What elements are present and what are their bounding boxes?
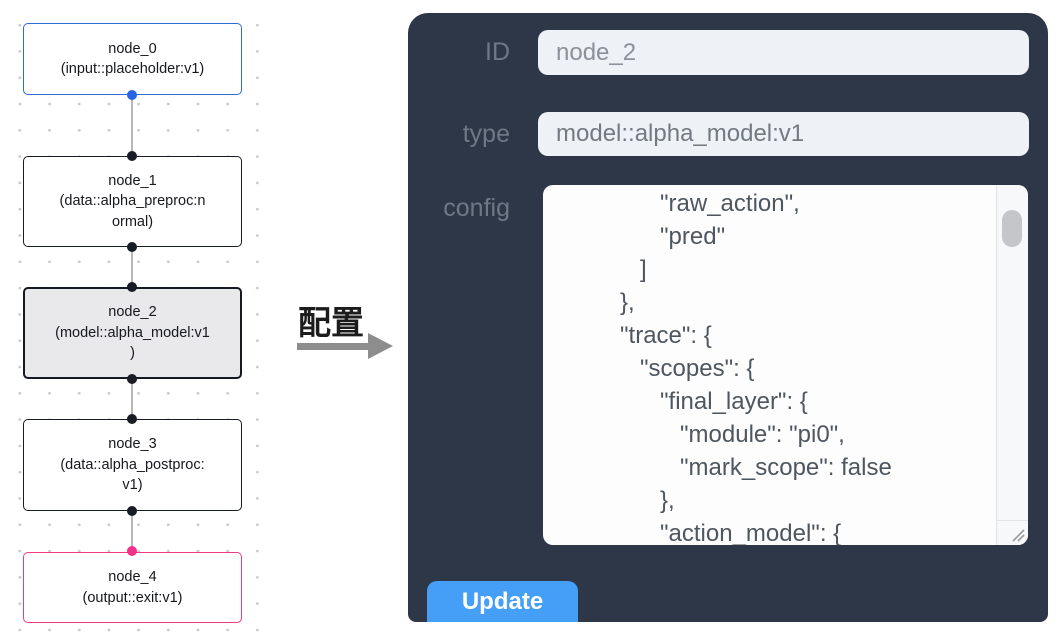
node-title: node_3 [108, 436, 157, 453]
textarea-resize-handle[interactable] [996, 520, 1028, 545]
config-json-text[interactable]: "raw_action", "pred" ] }, "trace": { "sc… [620, 190, 892, 545]
id-field-label: ID [485, 38, 510, 66]
node-handle-node_3-top[interactable] [127, 414, 137, 424]
node-handle-node_2-top[interactable] [127, 282, 137, 292]
graph-node-node_4[interactable]: node_4 (output::exit:v1) [23, 552, 242, 623]
node-handle-node_4-top[interactable] [127, 546, 137, 556]
graph-node-node_3[interactable]: node_3 (data::alpha_postproc: v1) [23, 419, 242, 511]
annotation-label: 配置 [298, 304, 364, 341]
id-input[interactable] [538, 30, 1029, 75]
node-handle-node_2-bottom[interactable] [127, 374, 137, 384]
node-subtitle: (model::alpha_model:v1 [55, 324, 210, 341]
node-subtitle: v1) [122, 477, 143, 494]
update-button[interactable]: Update [427, 581, 578, 622]
node-handle-node_3-bottom[interactable] [127, 506, 137, 516]
node-subtitle: (data::alpha_preproc:n [59, 193, 206, 210]
node-handle-node_0-bottom[interactable] [127, 90, 137, 100]
node-subtitle: (data::alpha_postproc: [60, 456, 205, 473]
node-title: node_0 [108, 40, 157, 57]
node-subtitle: ormal) [111, 213, 154, 230]
resize-grip-icon [1012, 529, 1025, 542]
right-arrow-head-icon [368, 333, 393, 359]
node-title: node_4 [108, 569, 157, 585]
right-arrow-icon [297, 343, 370, 350]
node-handle-node_1-bottom[interactable] [127, 242, 137, 252]
config-panel: ID type config "raw_action", "pred" ] },… [408, 13, 1048, 622]
node-subtitle: ) [130, 345, 135, 362]
config-scrollbar-track[interactable] [996, 185, 1028, 520]
node-title: node_1 [108, 172, 157, 189]
graph-node-node_2[interactable]: node_2 (model::alpha_model:v1 ) [23, 287, 242, 379]
config-field-label: config [443, 194, 510, 222]
graph-node-node_1[interactable]: node_1 (data::alpha_preproc:n ormal) [23, 156, 242, 247]
config-scrollbar-thumb[interactable] [1002, 210, 1022, 247]
type-input[interactable] [538, 112, 1029, 156]
node-subtitle: (input::placeholder:v1) [60, 61, 205, 77]
node-title: node_2 [108, 304, 157, 321]
config-textarea[interactable]: "raw_action", "pred" ] }, "trace": { "sc… [543, 185, 1028, 545]
graph-node-node_0[interactable]: node_0 (input::placeholder:v1) [23, 23, 242, 95]
type-field-label: type [462, 120, 510, 148]
node-subtitle: (output::exit:v1) [82, 589, 183, 606]
node-handle-node_1-top[interactable] [127, 151, 137, 161]
